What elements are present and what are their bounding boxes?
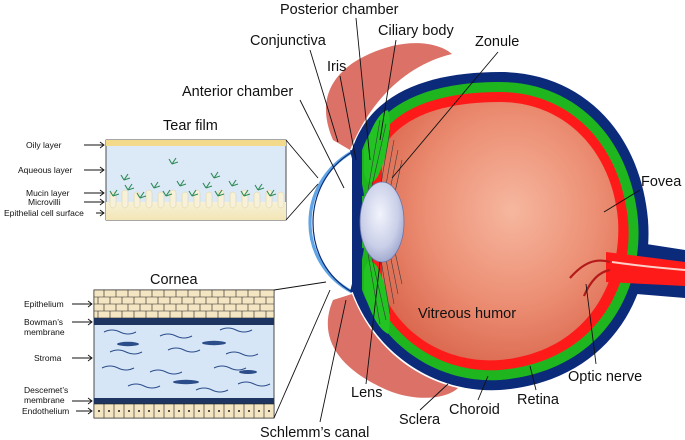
lens-body — [359, 181, 405, 263]
descemets-label-1: Descemet’s — [24, 385, 68, 395]
bowmans-label-2: membrane — [24, 327, 65, 337]
posterior-chamber-label: Posterior chamber — [280, 2, 399, 18]
epithelial-surface-label: Epithelial cell surface — [4, 208, 84, 218]
descemets-membrane-band — [94, 398, 274, 404]
descemets-label-2: membrane — [24, 395, 65, 405]
fovea-label: Fovea — [641, 174, 682, 190]
conjunctiva-lower — [327, 294, 458, 398]
bowmans-membrane-band — [94, 318, 274, 325]
aqueous-layer-label: Aqueous layer — [18, 165, 73, 175]
retina-label: Retina — [517, 392, 560, 408]
mucin-layer-label: Mucin layer — [26, 188, 70, 198]
optic-nerve-label: Optic nerve — [568, 369, 642, 385]
lens-label: Lens — [351, 385, 382, 401]
tear-film-inset — [105, 139, 319, 221]
keratocytes — [117, 340, 257, 385]
endothelium-cells — [93, 403, 275, 419]
anterior-chamber-label: Anterior chamber — [182, 84, 293, 100]
mucin-strands — [109, 157, 277, 199]
zonule-label: Zonule — [475, 34, 519, 50]
optic-nerve-core — [606, 252, 685, 286]
sclera-label: Sclera — [399, 412, 441, 428]
microvilli-label: Microvilli — [28, 197, 61, 207]
cornea-curve — [308, 150, 353, 294]
tear-film-legend: Tear film Oily layer Aqueous layer Mucin… — [4, 118, 218, 218]
endothelium-label: Endothelium — [22, 406, 69, 416]
eyeball — [308, 43, 685, 398]
stroma-fibers — [101, 327, 271, 393]
iris-upper — [350, 149, 364, 197]
tear-film-title: Tear film — [163, 118, 218, 134]
bowmans-label-1: Bowman’s — [24, 317, 63, 327]
choroid-label: Choroid — [449, 402, 500, 418]
conjunctiva-label: Conjunctiva — [250, 33, 327, 49]
vitreous-humor-label: Vitreous humor — [418, 306, 516, 322]
microvilli — [109, 189, 285, 209]
oily-layer-label: Oily layer — [26, 140, 62, 150]
schlemms-canal-label: Schlemm’s canal — [260, 425, 369, 440]
ciliary-body-upper — [364, 110, 390, 183]
conjunctiva-upper — [325, 43, 452, 150]
epithelium-label: Epithelium — [24, 299, 64, 309]
stroma-label: Stroma — [34, 353, 62, 363]
ciliary-body-label: Ciliary body — [378, 23, 454, 39]
oily-layer-band — [106, 140, 286, 146]
vitreous-body — [382, 102, 619, 361]
cornea-legend: Cornea Epithelium Bowman’s membrane Stro… — [22, 272, 198, 416]
iris-label: Iris — [327, 59, 346, 75]
cornea-title: Cornea — [150, 272, 198, 288]
eye-labels: Posterior chamber Conjunctiva Ciliary bo… — [182, 2, 682, 440]
cornea-inset — [93, 281, 331, 419]
epithelium-cells — [93, 289, 275, 319]
ciliary-body-lower — [364, 261, 390, 334]
iris-lower — [350, 247, 364, 293]
